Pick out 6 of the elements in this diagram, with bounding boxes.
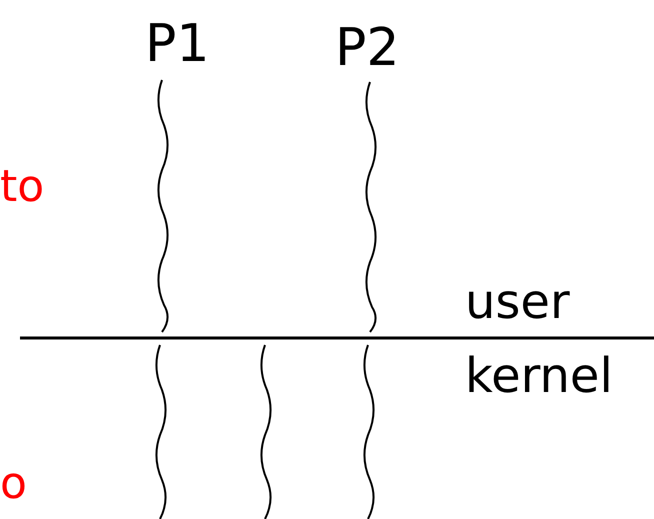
note-text: to	[0, 165, 44, 209]
process-label: P2	[335, 22, 400, 74]
process-label: P1	[145, 18, 210, 70]
space-label: user	[465, 278, 570, 326]
note-text: o	[0, 462, 27, 506]
space-label: kernel	[465, 352, 613, 400]
